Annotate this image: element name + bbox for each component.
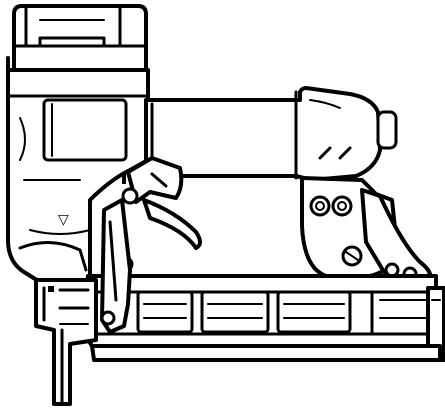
base-plate: [90, 344, 442, 362]
contact-arm: [100, 198, 132, 334]
magazine-rail: [82, 274, 442, 352]
rivet-icon: [48, 286, 54, 292]
nose-assembly: [34, 278, 98, 406]
warning-marker-icon: ▽: [58, 212, 69, 228]
cylinder-barrel: [144, 86, 398, 182]
latch-icon: [122, 174, 126, 184]
main-housing: [6, 56, 150, 302]
